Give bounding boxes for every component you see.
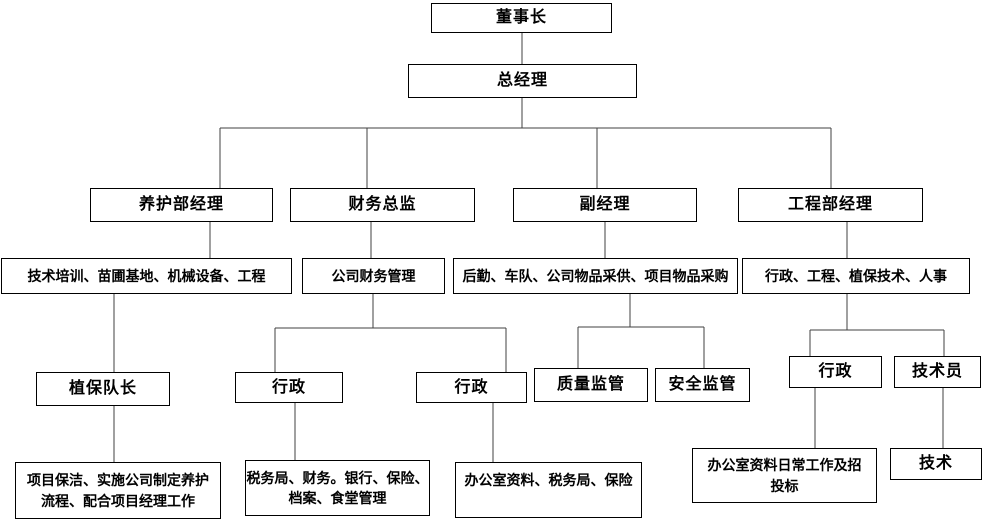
org-node-label: 行政 [271, 378, 306, 396]
org-node-label: 质量监管 [556, 376, 625, 394]
org-node-project-cleaning: 项目保洁、实施公司制定养护 流程、配合项目经理工作 [15, 462, 221, 519]
org-node-chairman: 董事长 [431, 3, 612, 33]
org-node-label: 项目保洁、实施公司制定养护 流程、配合项目经理工作 [27, 472, 209, 509]
org-node-technician: 技术员 [894, 356, 981, 388]
org-node-logistics-procurement: 后勤、车队、公司物品采供、项目物品采购 [453, 258, 738, 294]
org-node-label: 植保队长 [68, 380, 137, 398]
org-node-label: 办公室资料日常工作及招 投标 [707, 457, 862, 494]
org-node-quality-supervision: 质量监管 [534, 368, 648, 402]
org-node-label: 公司财务管理 [331, 267, 416, 284]
org-node-label: 技术培训、苗圃基地、机械设备、工程 [27, 267, 266, 284]
org-node-safety-supervision: 安全监管 [655, 368, 750, 402]
org-node-label: 技术 [918, 455, 953, 473]
org-node-label: 技术员 [911, 363, 963, 381]
org-node-label: 总经理 [496, 72, 548, 90]
org-node-general-manager: 总经理 [408, 64, 637, 98]
org-node-label: 副经理 [579, 196, 631, 214]
org-node-label: 后勤、车队、公司物品采供、项目物品采购 [462, 267, 729, 284]
org-node-technology: 技术 [890, 448, 982, 480]
org-node-label: 工程部经理 [787, 196, 873, 214]
org-node-maintenance-scope: 技术培训、苗圃基地、机械设备、工程 [1, 258, 292, 294]
org-node-tax-finance-bank: 税务局、财务。银行、保险、 档案、食堂管理 [245, 460, 430, 516]
org-node-admin-1: 行政 [235, 372, 343, 403]
org-node-label: 行政 [818, 363, 853, 381]
org-node-plant-protection-leader: 植保队长 [36, 372, 170, 406]
org-node-label: 税务局、财务。银行、保险、 档案、食堂管理 [246, 469, 429, 506]
org-node-label: 董事长 [495, 9, 547, 27]
org-node-company-finance: 公司财务管理 [302, 258, 445, 294]
org-node-engineering-dept-manager: 工程部经理 [738, 188, 923, 222]
org-node-office-daily-bidding: 办公室资料日常工作及招 投标 [692, 448, 877, 503]
org-node-label: 行政 [454, 378, 489, 396]
org-node-label: 养护部经理 [138, 196, 224, 214]
org-node-deputy-manager: 副经理 [513, 188, 697, 222]
org-node-label: 行政、工程、植保技术、人事 [765, 267, 947, 284]
org-node-office-documents: 办公室资料、税务局、保险 [455, 462, 642, 518]
org-node-label: 安全监管 [668, 376, 737, 394]
org-node-admin-3: 行政 [789, 356, 882, 388]
org-node-finance-director: 财务总监 [290, 188, 475, 222]
org-node-label: 办公室资料、税务局、保险 [464, 472, 633, 488]
org-node-engineering-scope: 行政、工程、植保技术、人事 [742, 258, 970, 294]
org-node-admin-2: 行政 [416, 372, 527, 403]
org-node-maintenance-dept-manager: 养护部经理 [90, 188, 273, 222]
org-node-label: 财务总监 [348, 196, 417, 214]
